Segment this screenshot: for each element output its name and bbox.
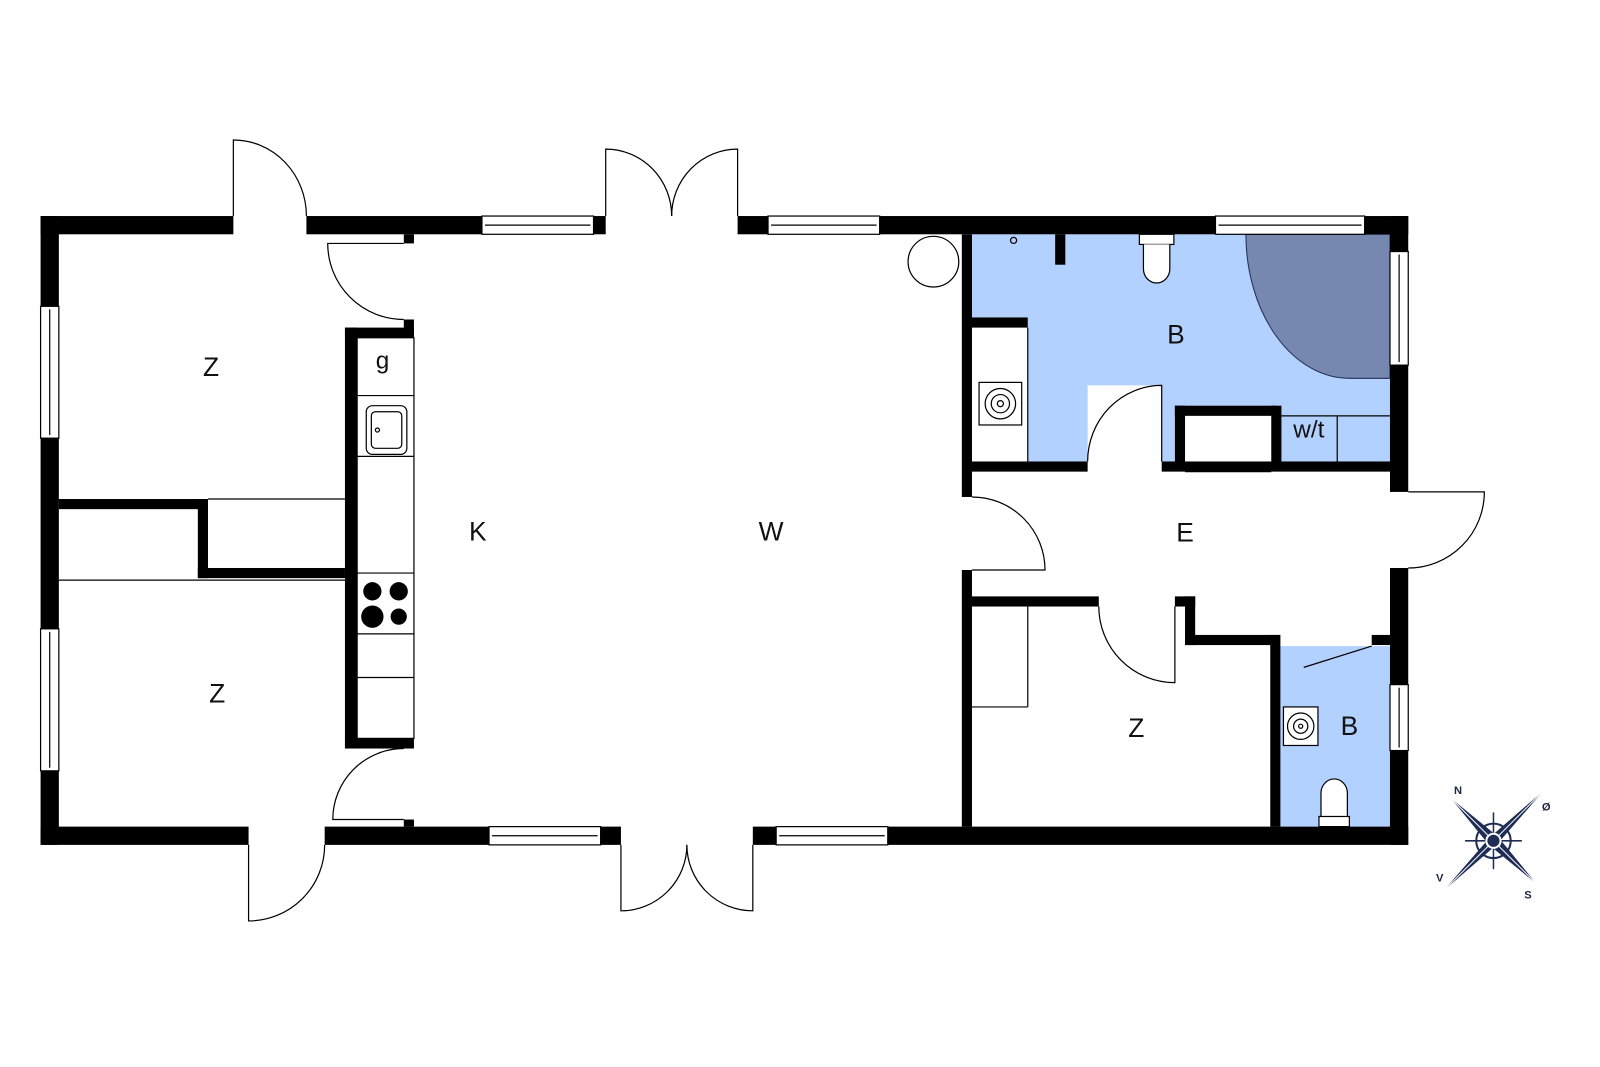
compass-rose-icon: N Ø S V [1436,785,1551,902]
doors [232,139,1485,922]
shower-area [1245,233,1391,379]
compass-e: Ø [1542,801,1551,813]
compass-w: V [1436,872,1444,884]
room-label-bedroom-se: Z [1128,713,1144,743]
compass-s: S [1524,890,1531,902]
room-label-bedroom-sw: Z [209,679,225,709]
outer-walls [40,216,1409,845]
room-label-entry: E [1176,517,1194,547]
windows [39,215,1409,846]
fixtures [58,233,1390,828]
compass-n: N [1454,785,1462,797]
kitchen-label-g: g [376,348,390,375]
room-label-living: W [759,516,784,546]
room-label-bedroom-nw: Z [203,352,219,382]
room-label-bath-small: B [1341,711,1359,741]
stove [361,582,408,628]
bathroom-floor-main [971,233,1391,462]
room-label-kitchen: K [469,516,487,546]
room-label-bath-main: B [1167,320,1185,350]
interior-walls [58,234,1390,827]
room-label-washer-dryer: w/t [1292,416,1324,443]
bathroom-floor-small [1280,646,1390,827]
